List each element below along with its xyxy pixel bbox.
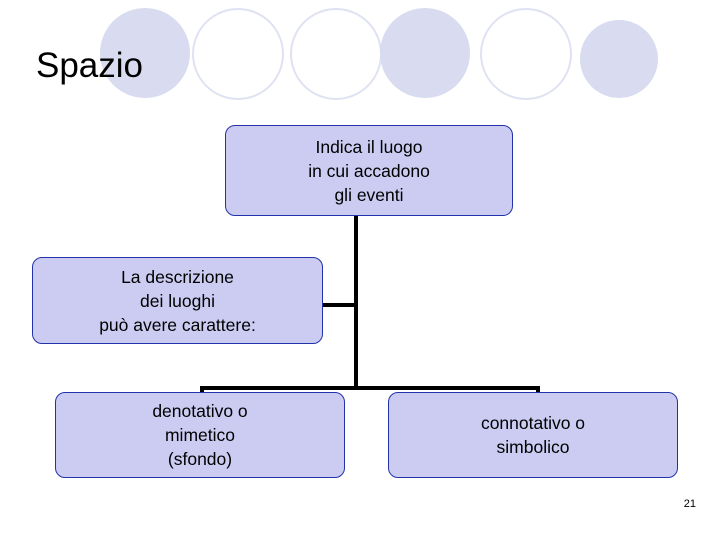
page-title: Spazio xyxy=(36,46,144,85)
connector-horizontal-descrizione xyxy=(322,303,358,307)
decorative-circle-4 xyxy=(380,8,470,98)
connector-horizontal-children xyxy=(200,386,540,390)
node-descrizione[interactable]: La descrizione dei luoghi può avere cara… xyxy=(32,257,323,344)
decorative-circle-6 xyxy=(580,20,658,98)
decorative-circle-3 xyxy=(290,8,382,100)
node-connotativo[interactable]: connotativo o simbolico xyxy=(388,392,678,478)
node-luogo[interactable]: Indica il luogo in cui accadono gli even… xyxy=(225,125,513,216)
decorative-circle-5 xyxy=(480,8,572,100)
connector-vertical-main xyxy=(354,215,358,390)
decorative-circle-2 xyxy=(192,8,284,100)
node-denotativo-label: denotativo o mimetico (sfondo) xyxy=(152,401,248,469)
node-luogo-label: Indica il luogo in cui accadono gli even… xyxy=(308,136,430,205)
node-descrizione-label: La descrizione dei luoghi può avere cara… xyxy=(99,266,256,335)
node-denotativo[interactable]: denotativo o mimetico (sfondo) xyxy=(55,392,345,478)
node-connotativo-label: connotativo o simbolico xyxy=(480,413,586,457)
decorative-circle-1 xyxy=(100,8,190,98)
page-number: 21 xyxy=(683,498,696,510)
